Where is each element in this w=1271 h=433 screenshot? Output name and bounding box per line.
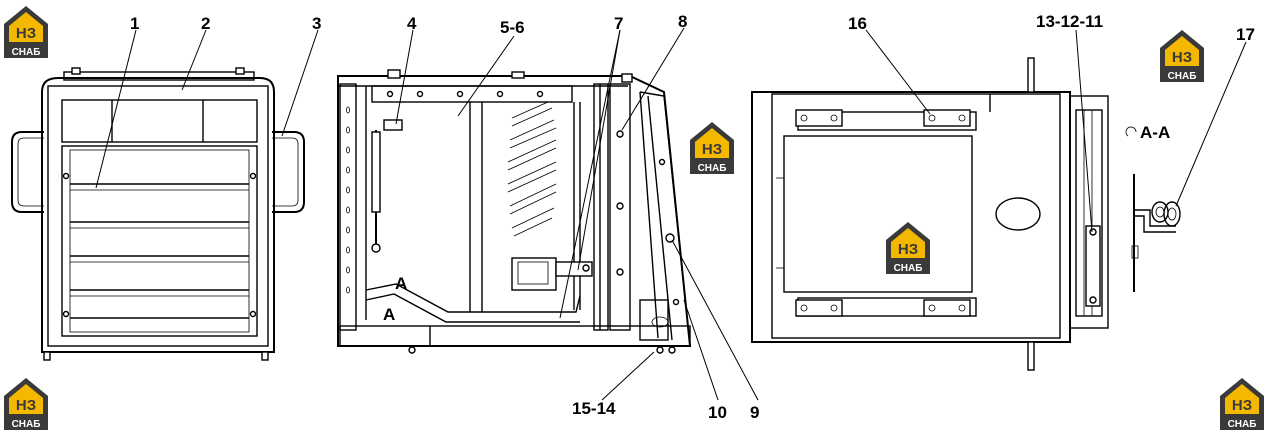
side-section-view: A A — [337, 69, 692, 354]
svg-text:A: A — [383, 305, 395, 324]
svg-text:НЗ: НЗ — [702, 141, 722, 158]
front-frame — [41, 77, 275, 353]
callout-17: 17 — [1236, 25, 1255, 44]
svg-text:НЗ: НЗ — [16, 25, 36, 42]
svg-text:СНАБ: СНАБ — [894, 263, 923, 274]
svg-text:НЗ: НЗ — [16, 397, 36, 414]
roof-hatch — [995, 197, 1041, 231]
callout-13-12-11: 13-12-11 — [1036, 12, 1103, 31]
callout-8: 8 — [678, 12, 687, 31]
front-view — [11, 67, 305, 361]
callout-9: 9 — [750, 403, 759, 422]
brand-logo-top-left: НЗ СНАБ — [4, 6, 48, 58]
ventilation-slots — [507, 101, 557, 237]
hinges — [795, 109, 971, 317]
svg-text:A-A: A-A — [1140, 123, 1170, 142]
svg-text:НЗ: НЗ — [898, 241, 918, 258]
svg-text:СНАБ: СНАБ — [1168, 71, 1197, 82]
brand-logo-bottom-left: НЗ СНАБ — [4, 378, 48, 430]
right-handle — [272, 131, 305, 213]
callout-4: 4 — [407, 14, 417, 33]
callout-15-14: 15-14 — [572, 399, 616, 418]
callout-2: 2 — [201, 14, 210, 33]
louver-slats — [70, 183, 249, 319]
svg-text:НЗ: НЗ — [1172, 49, 1192, 66]
callout-7: 7 — [614, 14, 623, 33]
svg-text:СНАБ: СНАБ — [1228, 419, 1257, 430]
svg-text:СНАБ: СНАБ — [12, 419, 41, 430]
leader-lines — [95, 27, 1247, 401]
callout-1: 1 — [130, 14, 139, 33]
callout-16: 16 — [848, 14, 867, 33]
svg-text:СНАБ: СНАБ — [698, 163, 727, 174]
left-handle — [11, 131, 44, 213]
section-aa-detail: A-A — [1125, 123, 1181, 292]
callout-10: 10 — [708, 403, 727, 422]
brand-logo-center: НЗ СНАБ — [886, 222, 930, 274]
callout-labels: 1 2 3 4 5-6 7 8 16 13-12-11 17 15-14 10 … — [130, 12, 1255, 422]
top-view — [751, 57, 1109, 371]
svg-text:СНАБ: СНАБ — [12, 47, 41, 58]
latch-block — [511, 257, 557, 291]
post-holes — [346, 106, 350, 294]
brand-logo-top-right: НЗ СНАБ — [1160, 30, 1204, 82]
svg-text:НЗ: НЗ — [1232, 397, 1252, 414]
svg-text:A: A — [395, 274, 407, 293]
brand-logo-bottom-right: НЗ СНАБ — [1220, 378, 1264, 430]
roof-outline — [751, 91, 1071, 343]
callout-5-6: 5-6 — [500, 18, 525, 37]
brand-logo-center-left: НЗ СНАБ — [690, 122, 734, 174]
callout-3: 3 — [312, 14, 321, 33]
